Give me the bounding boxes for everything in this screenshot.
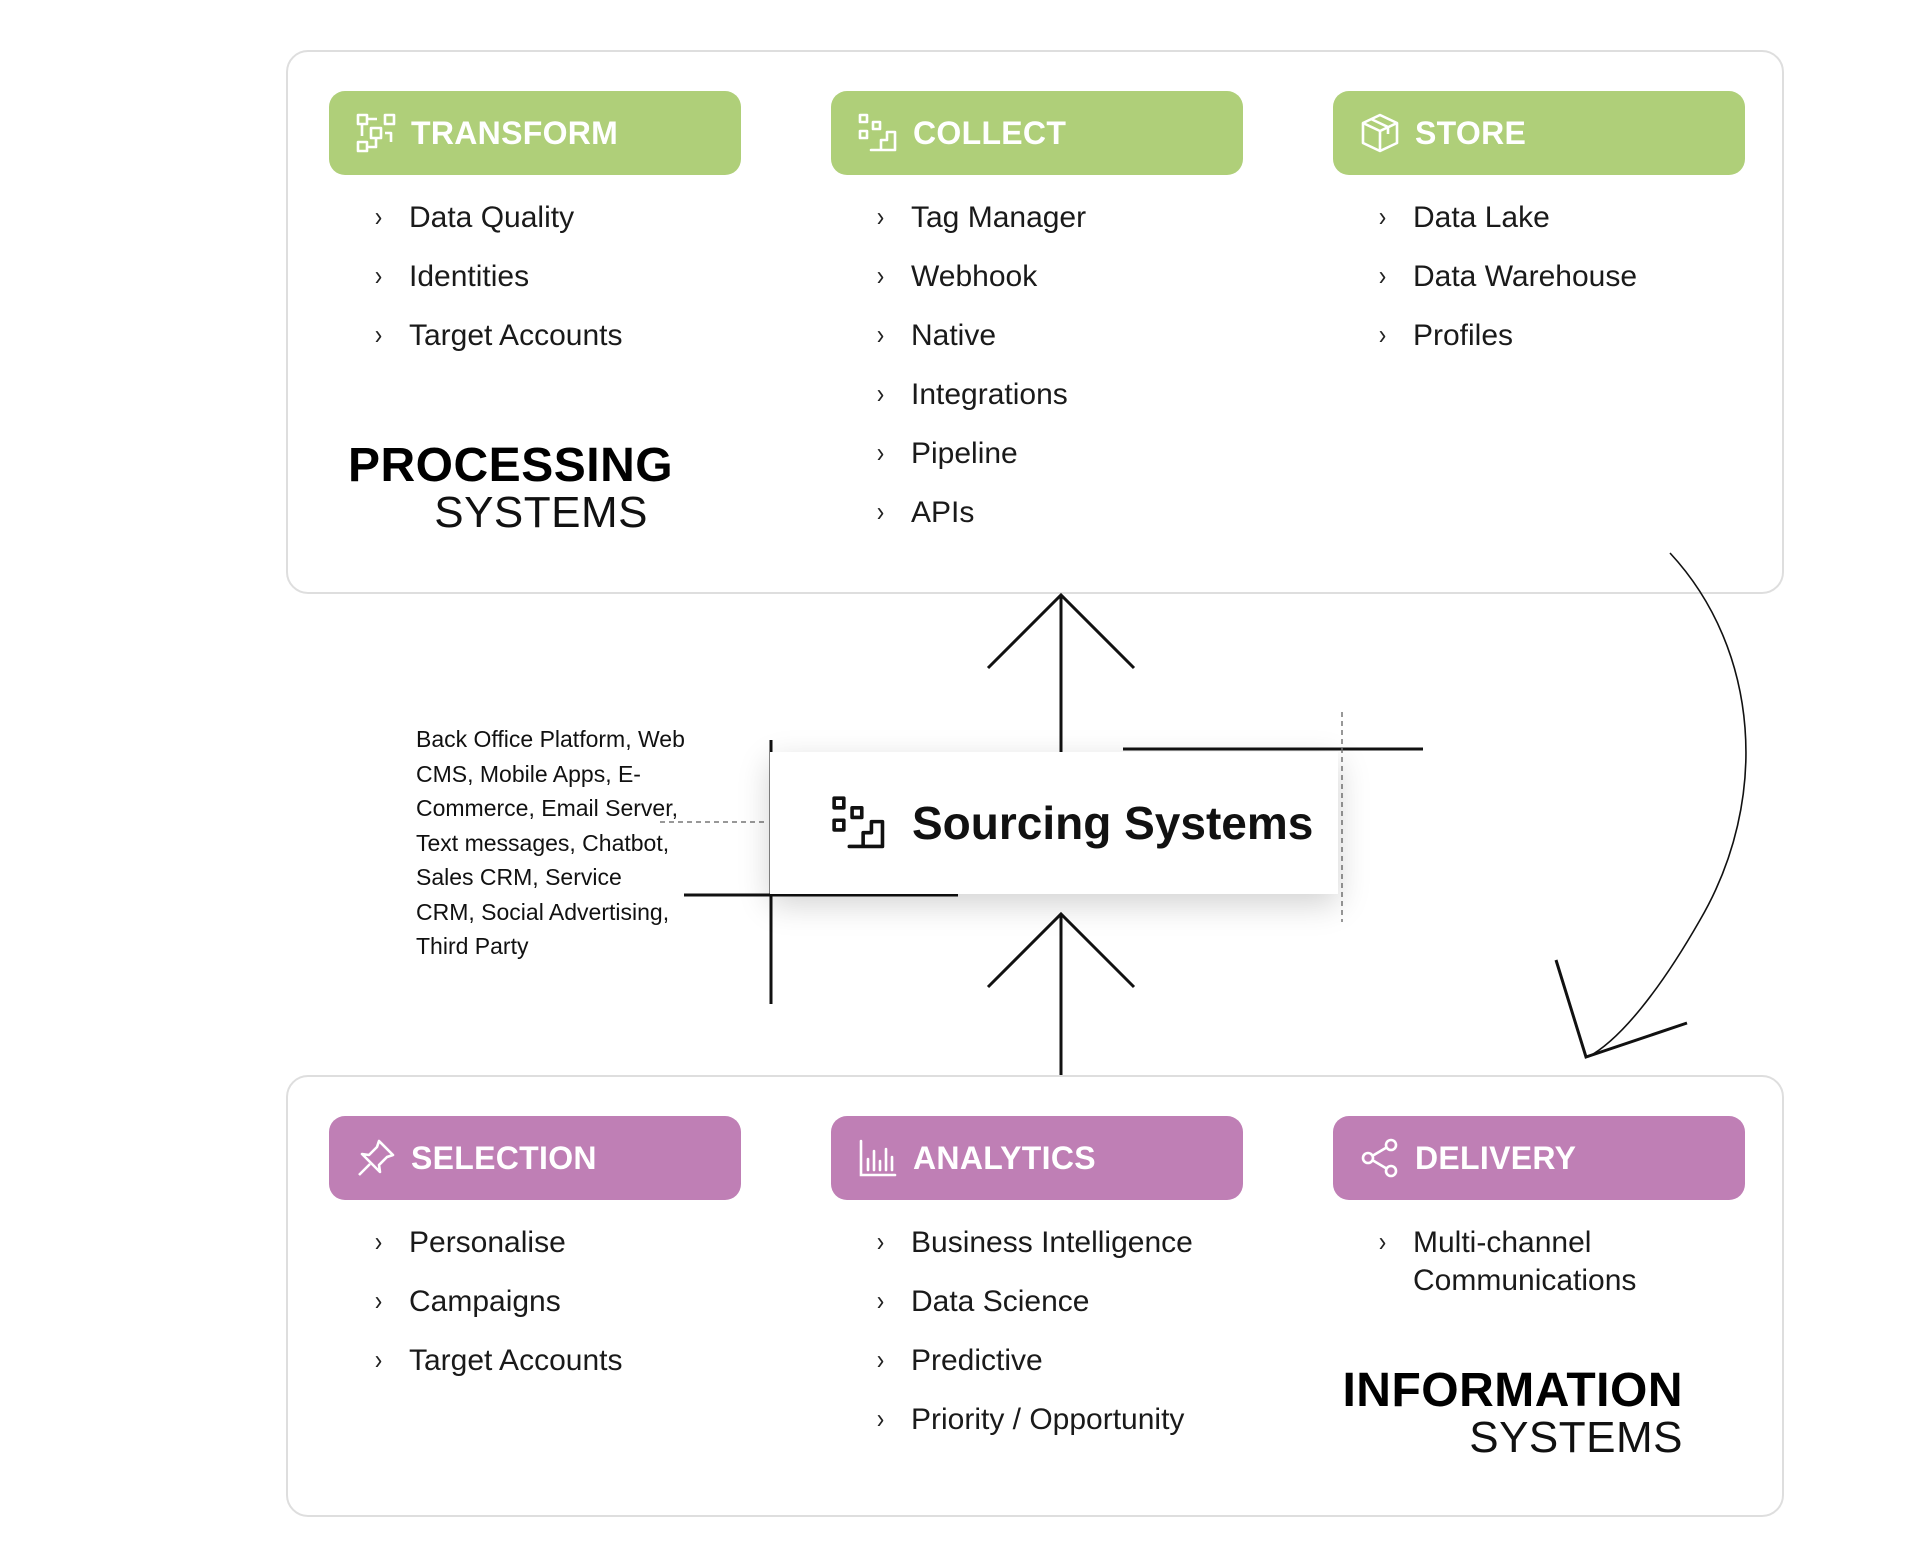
chevron-right-icon: › — [1378, 319, 1387, 350]
list-item[interactable]: ›Webhook — [876, 260, 1038, 293]
chevron-right-icon: › — [876, 1344, 885, 1375]
chevron-right-icon: › — [1378, 1226, 1387, 1257]
chevron-right-icon: › — [876, 1226, 885, 1257]
information-systems-panel: SELECTION ›Personalise ›Campaigns ›Targe… — [286, 1075, 1784, 1517]
curved-arrow-head — [1554, 959, 1688, 1059]
chevron-right-icon: › — [876, 201, 885, 232]
arrow-up-head-top — [986, 592, 1136, 670]
list-item[interactable]: ›Priority / Opportunity — [876, 1403, 1185, 1436]
chevron-right-icon: › — [876, 260, 885, 291]
store-header: STORE — [1333, 91, 1745, 175]
list-item[interactable]: ›Profiles — [1378, 319, 1514, 352]
store-list: ›Data Lake ›Data Warehouse ›Profiles — [1333, 199, 1745, 355]
list-item[interactable]: ›Native — [876, 319, 997, 352]
selection-header: SELECTION — [329, 1116, 741, 1200]
transform-title: TRANSFORM — [411, 114, 619, 151]
selection-list: ›Personalise ›Campaigns ›Target Accounts — [329, 1224, 741, 1380]
analytics-title: ANALYTICS — [913, 1139, 1096, 1176]
processing-systems-label: PROCESSING SYSTEMS — [348, 439, 674, 537]
delivery-list: ›Multi-channel Communications — [1333, 1224, 1745, 1300]
list-item[interactable]: ›Target Accounts — [374, 1344, 623, 1377]
delivery-column: DELIVERY ›Multi-channel Communications — [1333, 1116, 1745, 1321]
list-item[interactable]: ›Campaigns — [374, 1285, 561, 1318]
chevron-right-icon: › — [876, 437, 885, 468]
sourcing-systems-box: Sourcing Systems — [770, 752, 1338, 894]
list-item[interactable]: ›Data Science — [876, 1285, 1090, 1318]
chevron-right-icon: › — [374, 1344, 383, 1375]
analytics-list: ›Business Intelligence ›Data Science ›Pr… — [831, 1224, 1243, 1439]
analytics-header: ANALYTICS — [831, 1116, 1243, 1200]
sourcing-systems-title: Sourcing Systems — [912, 797, 1314, 849]
list-item[interactable]: ›Identities — [374, 260, 530, 293]
information-systems-label: INFORMATION SYSTEMS — [1342, 1364, 1683, 1462]
analytics-column: ANALYTICS ›Business Intelligence ›Data S… — [831, 1116, 1243, 1460]
list-item[interactable]: ›Personalise — [374, 1226, 566, 1259]
list-item[interactable]: ›Data Warehouse — [1378, 260, 1638, 293]
collect-icon — [832, 796, 885, 849]
list-item[interactable]: ›Business Intelligence — [876, 1226, 1193, 1259]
list-item[interactable]: ›Integrations — [876, 378, 1068, 411]
list-item[interactable]: ›Tag Manager — [876, 201, 1087, 234]
chevron-right-icon: › — [1378, 201, 1387, 232]
chevron-right-icon: › — [374, 1285, 383, 1316]
arrow-up-head-bottom — [986, 911, 1136, 989]
box-icon — [1359, 112, 1401, 154]
chevron-right-icon: › — [876, 1403, 885, 1434]
sourcing-systems-note: Back Office Platform, Web CMS, Mobile Ap… — [416, 726, 685, 959]
bar-chart-icon — [857, 1137, 899, 1179]
chevron-right-icon: › — [374, 319, 383, 350]
transform-column: TRANSFORM ›Data Quality ›Identities ›Tar… — [329, 91, 741, 376]
list-item[interactable]: ›APIs — [876, 496, 975, 529]
chevron-right-icon: › — [876, 378, 885, 409]
share-icon — [1359, 1137, 1401, 1179]
collect-title: COLLECT — [913, 114, 1067, 151]
pin-icon — [355, 1137, 397, 1179]
chevron-right-icon: › — [876, 319, 885, 350]
transform-header: TRANSFORM — [329, 91, 741, 175]
chevron-right-icon: › — [1378, 260, 1387, 291]
chevron-right-icon: › — [374, 201, 383, 232]
collect-list: ›Tag Manager ›Webhook ›Native ›Integrati… — [831, 199, 1243, 532]
collect-header: COLLECT — [831, 91, 1243, 175]
chevron-right-icon: › — [876, 496, 885, 527]
transform-list: ›Data Quality ›Identities ›Target Accoun… — [329, 199, 741, 355]
transform-icon — [355, 112, 397, 154]
chevron-right-icon: › — [374, 1226, 383, 1257]
list-item[interactable]: ›Target Accounts — [374, 319, 623, 352]
chevron-right-icon: › — [374, 260, 383, 291]
store-title: STORE — [1415, 114, 1527, 151]
list-item[interactable]: ›Predictive — [876, 1344, 1043, 1377]
store-column: STORE ›Data Lake ›Data Warehouse ›Profil… — [1333, 91, 1745, 376]
delivery-header: DELIVERY — [1333, 1116, 1745, 1200]
processing-systems-panel: TRANSFORM ›Data Quality ›Identities ›Tar… — [286, 50, 1784, 594]
selection-column: SELECTION ›Personalise ›Campaigns ›Targe… — [329, 1116, 741, 1401]
selection-title: SELECTION — [411, 1139, 597, 1176]
collect-icon — [857, 112, 899, 154]
collect-column: COLLECT ›Tag Manager ›Webhook ›Native ›I… — [831, 91, 1243, 553]
list-item[interactable]: ›Data Quality — [374, 201, 575, 234]
list-item[interactable]: ›Multi-channel Communications — [1378, 1226, 1637, 1297]
curved-arrow-shaft — [1587, 552, 1747, 1058]
delivery-title: DELIVERY — [1415, 1139, 1577, 1176]
list-item[interactable]: ›Pipeline — [876, 437, 1018, 470]
chevron-right-icon: › — [876, 1285, 885, 1316]
list-item[interactable]: ›Data Lake — [1378, 201, 1550, 234]
